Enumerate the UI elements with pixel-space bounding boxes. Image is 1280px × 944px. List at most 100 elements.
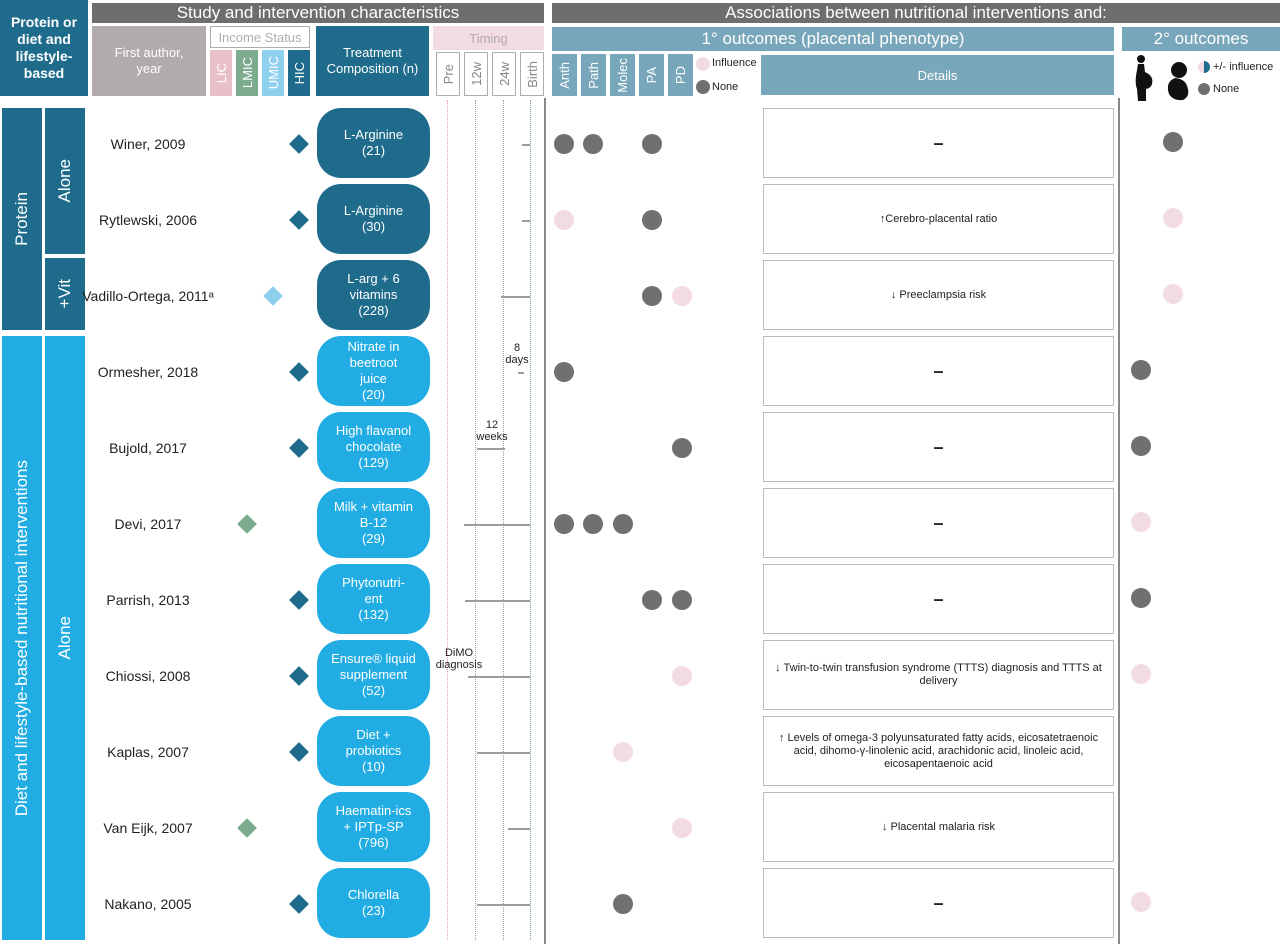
treatment-line: High flavanol — [335, 423, 412, 438]
timing-bar — [517, 372, 525, 374]
author-label: Parrish, 2013 — [106, 592, 190, 608]
primary-col-path: Path — [581, 54, 606, 96]
treatment-pill: Haematin-ics+ IPTp-SP(796) — [317, 792, 430, 862]
primary-col-pd: PD — [668, 54, 693, 96]
annotation-bujold: 12 weeks — [476, 419, 508, 443]
secondary-dot-none — [1131, 436, 1151, 456]
baby-icon — [1167, 62, 1189, 101]
author-label: Devi, 2017 — [114, 516, 182, 532]
legend-influence-dot — [696, 57, 710, 71]
details-text: – — [933, 436, 944, 457]
author-label: Bujold, 2017 — [109, 440, 187, 456]
primary-col-anth: Anth — [552, 54, 577, 96]
outcome-dot-influence — [672, 286, 692, 306]
group-protein-vit: +Vit — [45, 258, 85, 330]
timing-col-label: Birth — [524, 60, 540, 88]
author-label: Ormesher, 2018 — [97, 364, 199, 380]
treatment-header: Treatment Composition (n) — [316, 26, 429, 96]
details-text: ↑ Levels of omega-3 polyunsaturated fatt… — [778, 731, 1099, 770]
details-box: ↑Cerebro-placental ratio — [763, 184, 1114, 254]
secondary-outcomes-header: 2° outcomes — [1122, 27, 1280, 51]
study-section-header: Study and intervention characteristics — [92, 3, 544, 23]
outcome-dot-none — [642, 590, 662, 610]
outcome-dot-none — [583, 134, 603, 154]
timing-col-pre: Pre — [436, 52, 460, 96]
details-text: – — [933, 512, 944, 533]
treatment-line: (23) — [361, 903, 386, 918]
timing-guide-3 — [530, 100, 531, 940]
treatment-pill: Chlorella(23) — [317, 868, 430, 938]
author-label: Nakano, 2005 — [104, 896, 192, 912]
treatment-pill: Phytonutri-ent(132) — [317, 564, 430, 634]
details-box: – — [763, 564, 1114, 634]
treatment-line: L-arg + 6 — [347, 271, 400, 286]
timing-guide-0 — [447, 100, 448, 940]
timing-bar — [500, 296, 530, 298]
secondary-dot-none — [1131, 588, 1151, 608]
income-diamond-icon — [289, 438, 309, 458]
income-col-label: HIC — [291, 61, 307, 85]
secondary-dot-none — [1131, 360, 1151, 380]
treatment-line: Diet + — [356, 727, 391, 742]
separator-left — [544, 98, 546, 944]
income-diamond-icon — [237, 818, 257, 838]
income-diamond-icon — [289, 894, 309, 914]
legend-pm-influence-label: +/- influence — [1213, 61, 1274, 73]
details-text: ↑Cerebro-placental ratio — [879, 212, 998, 225]
treatment-line: ent — [364, 591, 383, 606]
group-protein: Protein — [2, 108, 42, 330]
timing-guide-1 — [475, 100, 476, 940]
details-text: ↓ Twin-to-twin transfusion syndrome (TTT… — [775, 662, 1102, 687]
details-box: – — [763, 336, 1114, 406]
income-col-label: UMIC — [265, 56, 281, 90]
income-diamond-icon — [289, 134, 309, 154]
timing-col-birth: Birth — [520, 52, 544, 96]
income-col-label: LMIC — [239, 57, 255, 89]
primary-col-label: PA — [644, 66, 659, 84]
outcome-dot-influence — [554, 210, 574, 230]
details-text: – — [933, 132, 944, 153]
income-col-hic: HIC — [288, 50, 310, 96]
treatment-pill: L-Arginine(30) — [317, 184, 430, 254]
treatment-line: chocolate — [345, 439, 402, 454]
income-diamond-icon — [289, 590, 309, 610]
legend-pm-influence-dot — [1198, 61, 1210, 73]
legend-none2-label: None — [1213, 83, 1240, 95]
secondary-dot-none — [1163, 132, 1183, 152]
treatment-line: Nitrate in — [347, 339, 400, 354]
treatment-line: B-12 — [359, 515, 388, 530]
outcome-dot-none — [554, 134, 574, 154]
timing-bar — [463, 524, 530, 526]
outcome-dot-none — [613, 894, 633, 914]
details-text: ↓ Preeclampsia risk — [890, 288, 987, 301]
timing-bar — [467, 676, 530, 678]
timing-col-24w: 24w — [492, 52, 516, 96]
treatment-line: (129) — [358, 455, 389, 470]
treatment-line: (10) — [361, 759, 386, 774]
legend-influence-label: Influence — [712, 57, 757, 69]
treatment-line: supplement — [339, 667, 408, 682]
author-label: Rytlewski, 2006 — [98, 212, 198, 228]
outcome-dot-none — [642, 286, 662, 306]
details-text: – — [933, 360, 944, 381]
treatment-pill: Diet +probiotics(10) — [317, 716, 430, 786]
secondary-dot-influence — [1131, 664, 1151, 684]
annotation-chiossi: DiMO diagnosis — [435, 647, 483, 671]
author-label: Vadillo-Ortega, 2011ᵃ — [82, 288, 214, 304]
income-diamond-icon — [263, 286, 283, 306]
primary-outcomes-header: 1° outcomes (placental phenotype) — [552, 27, 1114, 51]
timing-bar — [521, 220, 530, 222]
outcome-dot-none — [672, 438, 692, 458]
author-label: Kaplas, 2007 — [107, 744, 189, 760]
pregnant-woman-icon — [1135, 55, 1153, 101]
income-diamond-icon — [237, 514, 257, 534]
treatment-line: Haematin-ics — [335, 803, 412, 818]
income-status-header: Income Status — [210, 26, 310, 48]
secondary-dot-influence — [1163, 208, 1183, 228]
treatment-line: juice — [360, 371, 387, 386]
secondary-dot-influence — [1131, 892, 1151, 912]
group-diet: Diet and lifestyle-based nutritional int… — [2, 336, 42, 940]
